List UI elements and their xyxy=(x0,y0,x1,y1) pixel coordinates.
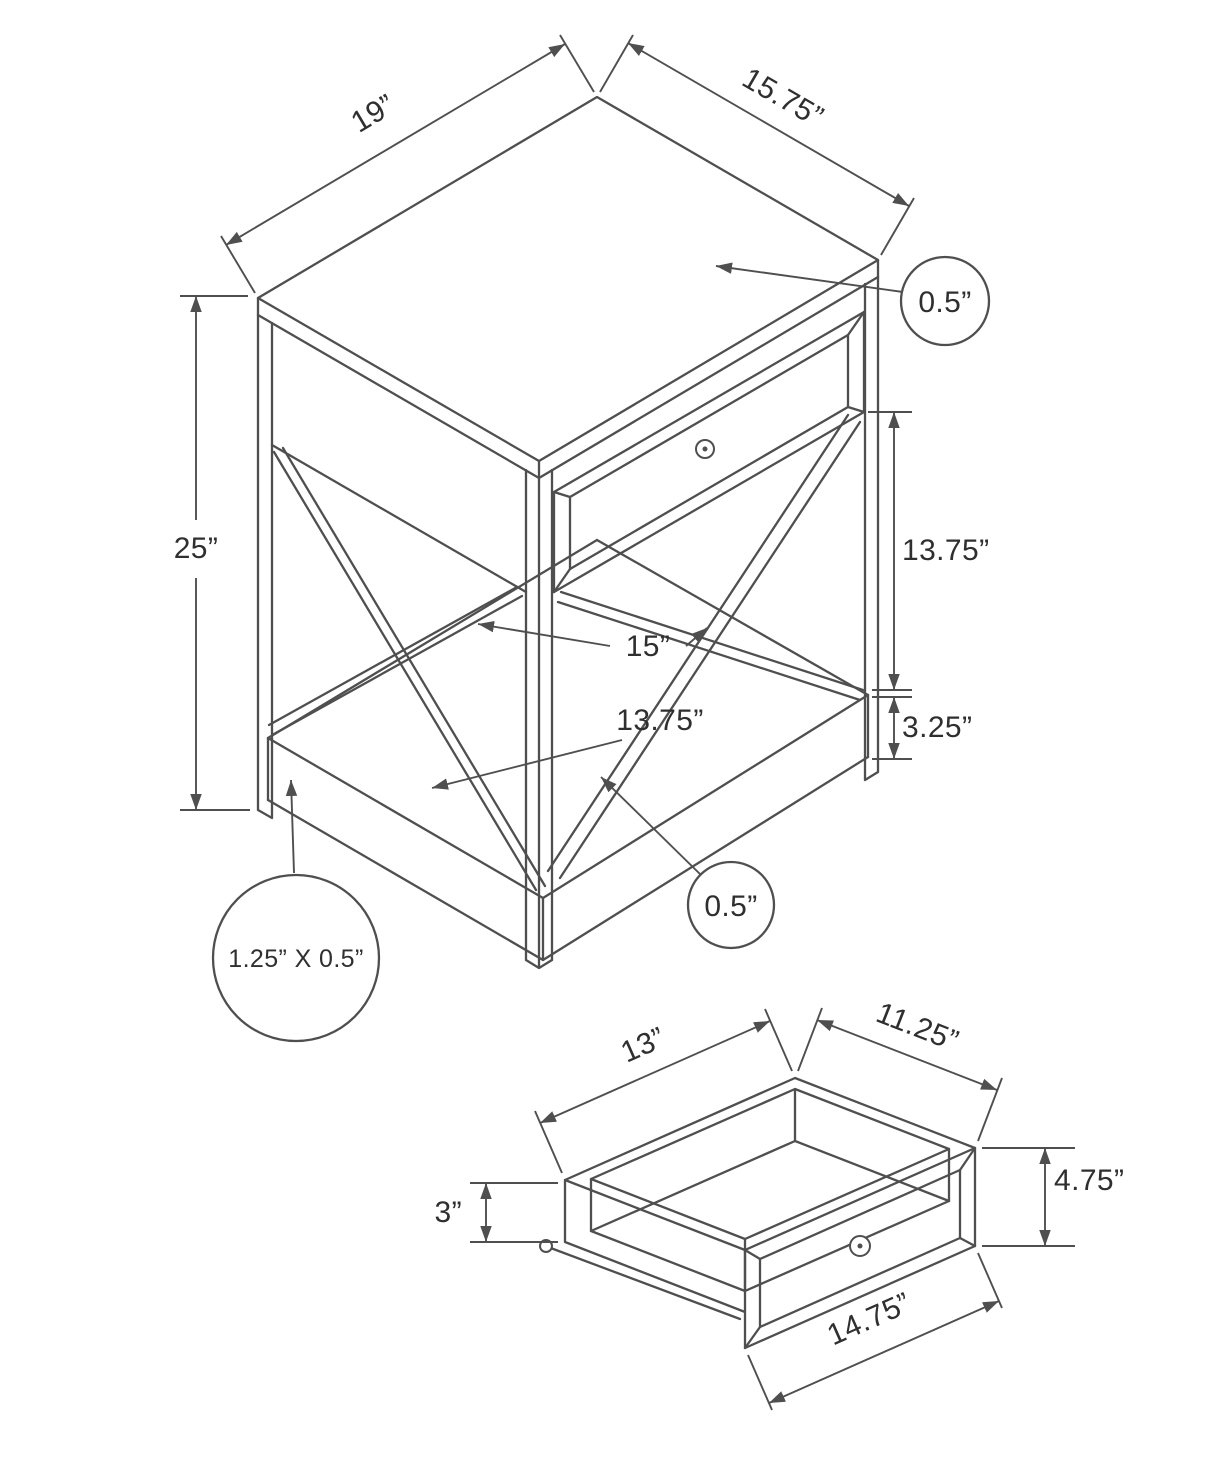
label-drawer-width: 11.25” xyxy=(872,996,963,1058)
dim-shelf-frame-3-25: 3.25” xyxy=(872,696,972,760)
label-shelf-depth: 13.75” xyxy=(616,704,703,737)
label-drawer-side-height: 3” xyxy=(435,1196,462,1229)
dim-drawer-front-height-4-75: 4.75” xyxy=(982,1147,1124,1247)
table-top xyxy=(256,95,880,480)
drawer-front-panel xyxy=(743,1146,977,1350)
slide-rail-roller xyxy=(539,1239,553,1253)
table-shelf xyxy=(266,538,870,962)
left-apron-rail xyxy=(270,443,528,594)
drawer-drawing: 13” 11.25” 3” 4.75” 14.75” xyxy=(435,996,1124,1411)
dim-shelf-clearance-15: 15” xyxy=(477,620,708,663)
callout-circle xyxy=(899,255,991,347)
label-overall-height: 25” xyxy=(174,532,219,565)
drawer-knob-dot xyxy=(702,446,708,452)
dim-drawer-side-height-3: 3” xyxy=(435,1182,558,1243)
label-drawer-front-width: 14.75” xyxy=(822,1287,915,1353)
label-drawer-depth: 13” xyxy=(616,1021,670,1069)
label-drawer-front-height: 4.75” xyxy=(1054,1164,1124,1197)
table-drawer-front xyxy=(552,310,866,594)
label-side-opening-height: 13.75” xyxy=(902,534,989,567)
drawer-slide-rail xyxy=(539,1239,742,1321)
label-shelf-thickness: 0.5” xyxy=(704,890,757,923)
dim-side-opening-13-75: 13.75” xyxy=(868,411,989,691)
callout-circle xyxy=(211,873,381,1043)
dim-drawer-depth-13: 13” xyxy=(534,1008,793,1174)
label-top-thickness: 0.5” xyxy=(918,286,971,319)
dim-top-width-15-75: 15.75” xyxy=(599,34,915,256)
dim-top-thickness-0-5: 0.5” xyxy=(715,255,991,347)
label-top-depth: 19” xyxy=(346,88,401,139)
dim-top-depth-19: 19” xyxy=(220,34,595,294)
drawer-knob-dot xyxy=(857,1243,863,1249)
right-x-brace xyxy=(546,413,865,880)
label-top-width: 15.75” xyxy=(737,62,829,134)
callout-circle xyxy=(686,860,776,950)
dim-shelf-thickness-0-5: 0.5” xyxy=(600,776,776,950)
label-shelf-clearance: 15” xyxy=(626,630,671,663)
label-shelf-frame-height: 3.25” xyxy=(902,711,972,744)
dim-leg-cross-section: 1.25” X 0.5” xyxy=(211,779,381,1043)
dim-shelf-depth-13-75: 13.75” xyxy=(431,704,703,790)
left-x-brace xyxy=(267,446,547,892)
table-drawing: 19” 15.75” 0.5” 25” 13.75” xyxy=(174,34,991,1043)
label-leg-cross-section: 1.25” X 0.5” xyxy=(228,945,363,973)
dim-overall-height-25: 25” xyxy=(174,295,250,811)
